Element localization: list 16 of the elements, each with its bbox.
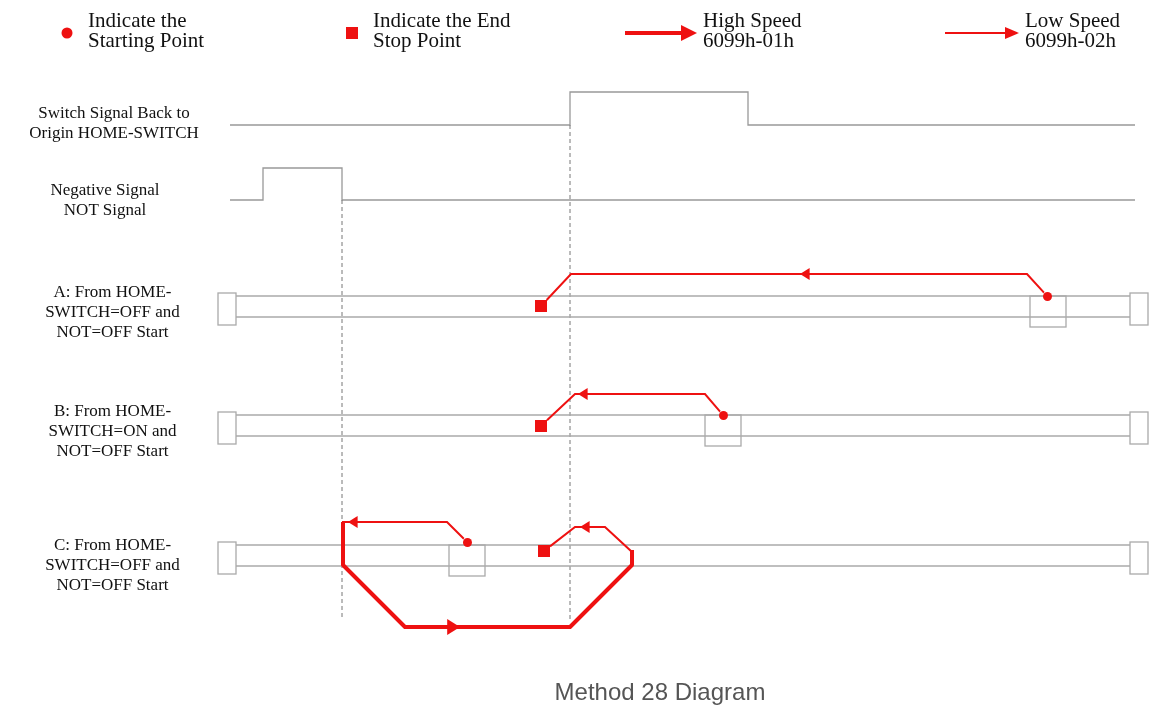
end-stop-square <box>535 300 547 312</box>
start-point-dot <box>1042 291 1052 301</box>
row-label: A: From HOME-SWITCH=OFF and NOT=OFF Start <box>44 282 181 342</box>
legend-text: Low Speed 6099h-02h <box>1025 10 1122 50</box>
start-point-dot <box>718 410 728 420</box>
start-point-dot <box>462 537 472 547</box>
diagram-caption: Method 28 Diagram <box>553 678 767 706</box>
row-label: Switch Signal Back to Origin HOME-SWITCH <box>28 103 200 143</box>
end-stop-square <box>538 545 550 557</box>
row-label: B: From HOME-SWITCH=ON and NOT=OFF Start <box>47 401 178 461</box>
legend-text: Indicate the End Stop Point <box>373 10 512 50</box>
legend-text: Indicate the Starting Point <box>88 10 206 50</box>
legend-text: High Speed 6099h-01h <box>703 10 803 50</box>
row-label: Negative Signal NOT Signal <box>49 180 161 220</box>
row-label: C: From HOME-SWITCH=OFF and NOT=OFF Start <box>44 535 181 595</box>
end-stop-square <box>535 420 547 432</box>
